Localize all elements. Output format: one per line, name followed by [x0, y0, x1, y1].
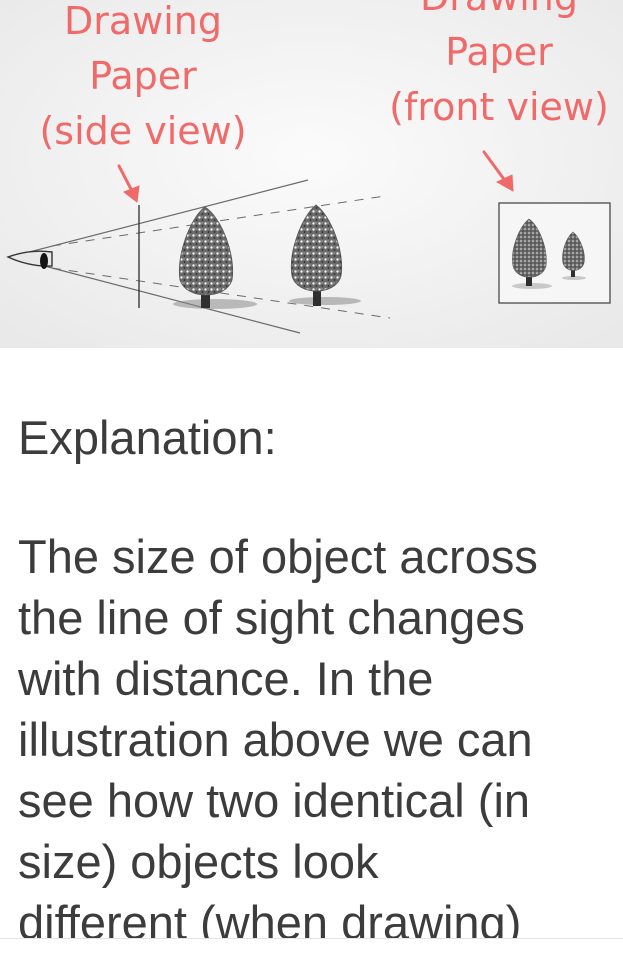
tree-icon [290, 204, 343, 306]
arrow-icon [482, 150, 514, 192]
front-view-label: Drawing Paper (front view) [375, 0, 623, 135]
side-view-label-line: (side view) [39, 109, 247, 153]
explanation-line: The size of object across [18, 530, 538, 583]
bottom-mask [0, 939, 623, 960]
side-view-label: Drawing Paper (side view) [18, 0, 268, 159]
explanation-line: with distance. In the [18, 652, 434, 705]
ground-shadows [173, 297, 361, 309]
sight-lines [9, 179, 391, 334]
divider [0, 938, 623, 939]
explanation-line: size) objects look [18, 835, 379, 888]
perspective-illustration: Drawing Paper (side view) Drawing Paper … [0, 0, 623, 348]
eye-icon [6, 250, 53, 269]
explanation-line: see how two identical (in [18, 774, 531, 827]
explanation-text: The size of object across the line of si… [18, 526, 618, 953]
front-view-label-line: Drawing [375, 0, 623, 25]
side-view-label-line: Drawing [63, 0, 222, 43]
front-view-label-line: (front view) [389, 85, 609, 129]
paper-front-view [498, 202, 611, 304]
side-view-label-line: Paper [89, 54, 197, 98]
explanation-line: the line of sight changes [18, 591, 525, 644]
section-heading: Explanation: [18, 411, 277, 464]
front-view-label-line: Paper [445, 30, 553, 74]
illustration-drawing [0, 0, 623, 348]
tree-icon [178, 206, 234, 308]
explanation-line: illustration above we can [18, 713, 533, 766]
arrow-icon [117, 164, 140, 203]
article-content: Explanation: The size of object across t… [18, 408, 618, 953]
